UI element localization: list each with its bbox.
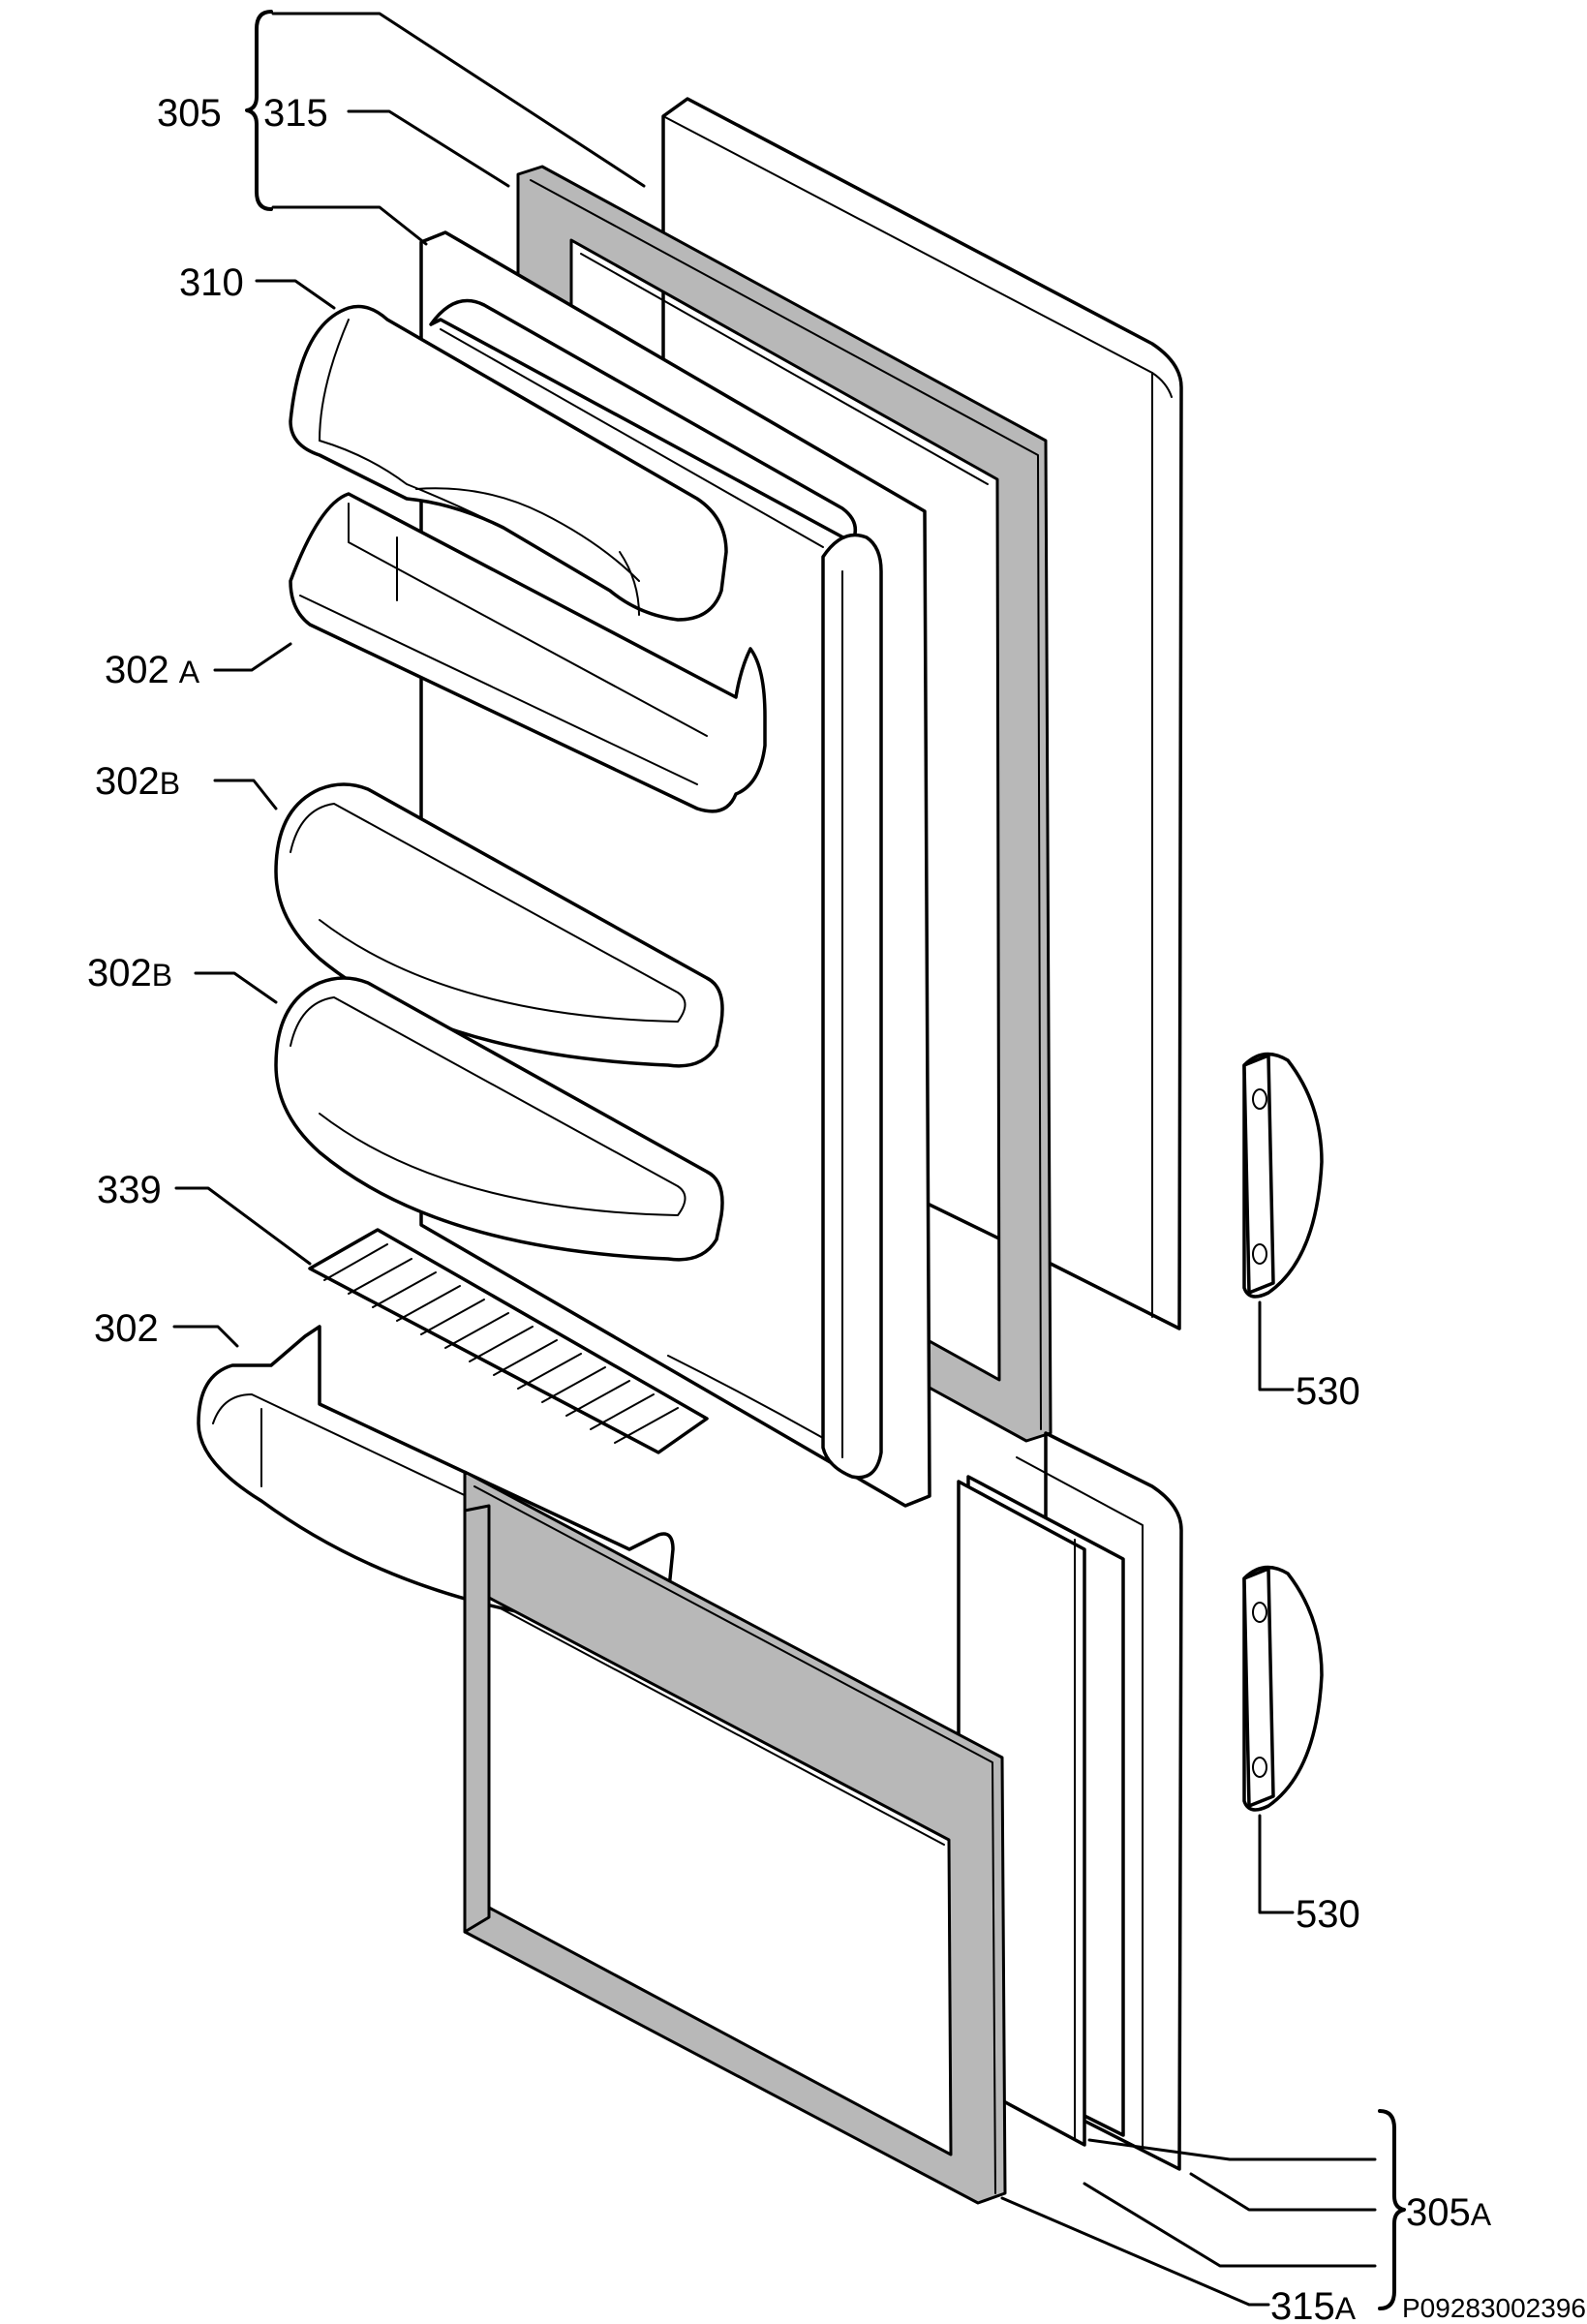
lower-outer-door-panel [957,1431,1183,2171]
label-305: 305 [157,92,222,135]
label-315: 315 [263,92,328,135]
label-302A-number: 302 [105,649,169,691]
label-339: 339 [97,1169,162,1211]
label-305A: 305A [1406,2191,1492,2234]
label-302B-lower-number: 302 [87,952,152,994]
lower-door-gasket [463,1470,1007,2205]
label-315A-suffix: A [1335,2291,1357,2324]
label-315A-number: 315 [1270,2285,1335,2324]
label-305A-suffix: A [1471,2197,1492,2232]
brace-305A [1378,2109,1406,2310]
label-302B-lower-suffix: B [152,958,172,993]
label-302B-upper: 302B [95,760,180,803]
label-530-lower: 530 [1296,1893,1360,1936]
label-302A-suffix: A [179,655,200,689]
label-530-upper: 530 [1296,1370,1360,1413]
bottle-retainer-339 [308,1228,709,1454]
shelf-302A [289,492,767,813]
label-302B-lower: 302B [87,952,172,994]
reference-code: P09283002396 [1402,2293,1586,2323]
label-302B-upper-number: 302 [95,760,160,803]
label-310: 310 [179,261,244,304]
door-handle-530-lower [1242,1565,1324,1812]
label-305A-number: 305 [1406,2191,1471,2234]
label-315A: 315A [1270,2285,1357,2324]
label-302B-upper-suffix: B [160,766,180,801]
door-handle-530-upper [1242,1052,1324,1299]
brace-305 [245,10,273,211]
shelf-310-dairy-compartment [289,304,728,622]
label-302A: 302 A [105,649,200,691]
label-302: 302 [94,1307,159,1350]
leader-lines [172,12,1377,2307]
shelf-302B-lower [274,976,724,1262]
